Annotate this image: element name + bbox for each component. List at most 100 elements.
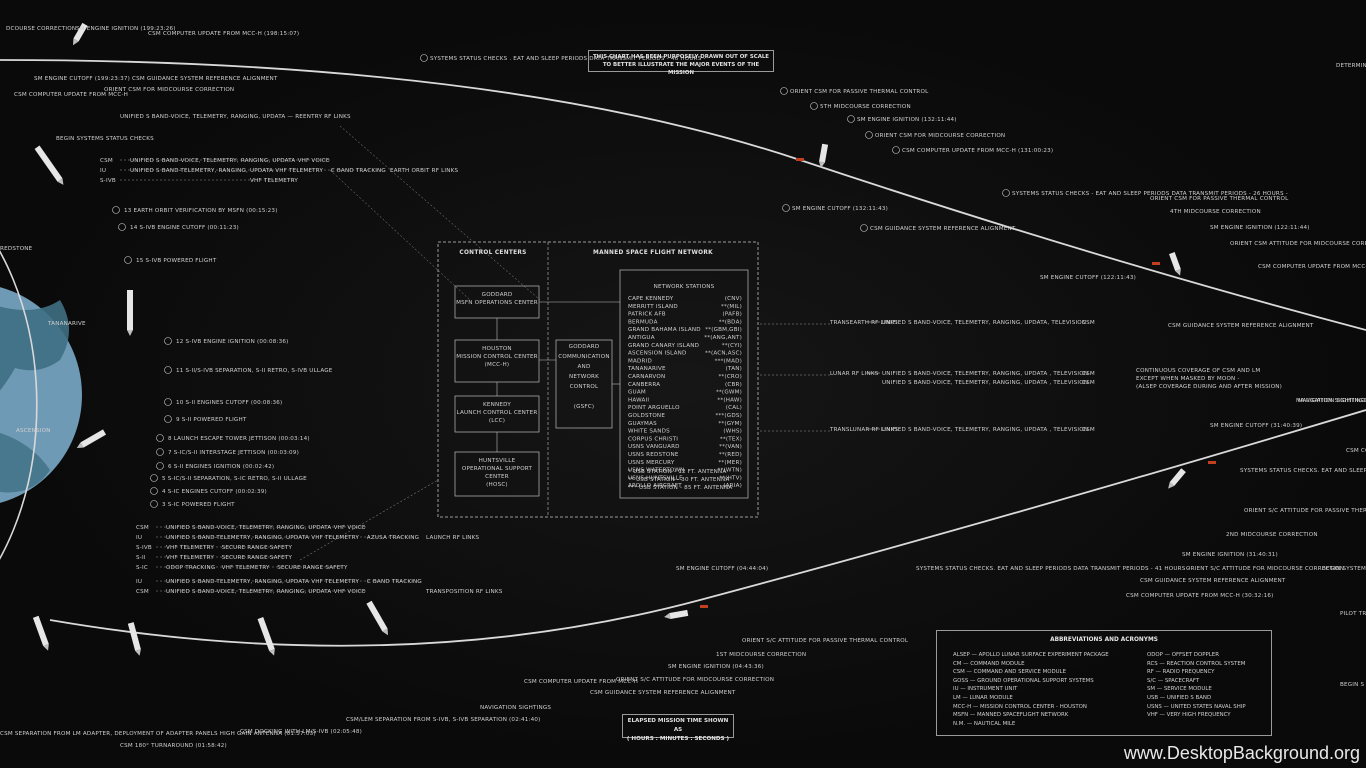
station-code: **(HTV) bbox=[719, 475, 742, 481]
event-top-right-label: ORIENT CSM FOR PASSIVE THERMAL CONTROL bbox=[1150, 196, 1289, 202]
event-top-right-label: SM ENGINE IGNITION (122:11:44) bbox=[1210, 225, 1310, 231]
station-name: USNS VANGUARD bbox=[628, 444, 680, 450]
event-left-number bbox=[156, 448, 164, 456]
event-top-mid-number bbox=[420, 54, 428, 62]
event-top-right-label: ORIENT CSM ATTITUDE FOR MIDCOURSE CORREC… bbox=[1230, 241, 1366, 247]
station-name: TANANARIVE bbox=[627, 366, 666, 372]
rf-link-end: CSM bbox=[1082, 427, 1095, 433]
event-left-number bbox=[156, 462, 164, 470]
event-left-number bbox=[164, 366, 172, 374]
event-bottom-right-label: SYSTEMS STATUS CHECKS. EAT AND SLEEP PER… bbox=[1240, 468, 1366, 474]
launch-links-vehicle: S-IC bbox=[136, 565, 148, 571]
launch-craft-nozzle bbox=[76, 442, 84, 448]
station-code: (WHS) bbox=[723, 429, 742, 435]
event-top-right-label: CSM GUIDANCE SYSTEM REFERENCE ALIGNMENT bbox=[1168, 323, 1314, 329]
event-left-number bbox=[164, 398, 172, 406]
right-edge-label: PILOT TRANSFER 2ND ORBIT DE bbox=[1340, 611, 1366, 617]
station-code: (CAL) bbox=[726, 405, 742, 411]
event-marker bbox=[1208, 461, 1216, 464]
launch-links-vehicle: CSM bbox=[136, 525, 149, 531]
launch-links-link: VHF TELEMETRY bbox=[166, 555, 214, 561]
reentry-links-label: UNIFIED S BAND-VOICE, TELEMETRY, RANGING… bbox=[120, 114, 351, 120]
control-center-line: KENNEDY bbox=[483, 402, 511, 408]
event-top-right-label: SM ENGINE CUTOFF (122:11:43) bbox=[1040, 275, 1136, 281]
station-name: CARNARVON bbox=[628, 374, 665, 380]
station-code: **(CRO) bbox=[718, 374, 742, 380]
launch-links-link: UNIFIED S BAND-TELEMETRY, RANGING, UPDAT… bbox=[166, 535, 309, 541]
event-bottom-mid-label: SM ENGINE CUTOFF (04:44:04) bbox=[676, 566, 768, 572]
right-edge-label: BEGIN S bbox=[1340, 682, 1365, 688]
event-left-label: 12 S-IVB ENGINE IGNITION (00:08:36) bbox=[176, 339, 289, 345]
event-left-label: 8 LAUNCH ESCAPE TOWER JETTISON (00:03:14… bbox=[168, 436, 310, 442]
rf-link-label: LUNAR RF LINKS bbox=[830, 371, 879, 377]
event-top-mid-number bbox=[780, 87, 788, 95]
csm-turnaround-craft bbox=[127, 622, 141, 656]
csm-docking-craft bbox=[257, 617, 275, 656]
earth-orbit-links-link: C BAND TRACKING bbox=[331, 168, 386, 174]
right-edge-label: BEGIN SYSTEMS ACTIVATION bbox=[1322, 566, 1366, 572]
station-code: **(CYI) bbox=[722, 343, 742, 349]
event-top-right-label: 4TH MIDCOURSE CORRECTION bbox=[1170, 209, 1261, 215]
station-code: **(GBM,GBI) bbox=[705, 327, 742, 333]
event-marker bbox=[796, 158, 804, 161]
abbreviations-title: ABBREVIATIONS AND ACRONYMS bbox=[1050, 637, 1158, 643]
control-center-line: (HOSC) bbox=[486, 482, 508, 488]
control-center-line: HUNTSVILLE bbox=[479, 458, 516, 464]
csm-lm-craft-right-nozzle bbox=[1168, 482, 1175, 489]
event-top-left-label: ORIENT CSM FOR MIDCOURSE CORRECTION bbox=[104, 87, 234, 93]
event-left-label: 9 S-II POWERED FLIGHT bbox=[176, 417, 247, 423]
control-center-line: MISSION CONTROL CENTER bbox=[456, 354, 538, 360]
abbreviation-entry: LM — LUNAR MODULE bbox=[953, 694, 1013, 701]
control-center-line: CENTER bbox=[485, 474, 509, 480]
launch-craft-body bbox=[80, 429, 107, 448]
station-code: (PAFB) bbox=[723, 312, 742, 318]
launch-links-link: VHF TELEMETRY bbox=[311, 535, 359, 541]
earth-orbit-links-link: VHF VOICE bbox=[298, 158, 330, 164]
station-name: PATRICK AFB bbox=[628, 312, 666, 318]
event-bottom-right-label: SYSTEMS STATUS CHECKS. EAT AND SLEEP PER… bbox=[916, 566, 1190, 572]
station-code: ***(MAD) bbox=[715, 358, 742, 364]
launch-links-link: VHF TELEMETRY bbox=[166, 545, 214, 551]
abbreviation-entry: CSM — COMMAND AND SERVICE MODULE bbox=[953, 669, 1066, 676]
earth-landmass-2 bbox=[0, 432, 50, 493]
abbreviations-left-column: ALSEP — APOLLO LUNAR SURFACE EXPERIMENT … bbox=[953, 651, 1109, 728]
right-edge-label: CSM COMPUTER UPDATE FROM MCC-H (8):15:23 bbox=[1346, 448, 1366, 454]
event-bottom-right-label: ORIENT S/C ATTITUDE FOR MIDCOURSE CORREC… bbox=[1186, 566, 1344, 572]
goddard-line: (GSFC) bbox=[574, 404, 595, 410]
event-top-mid-label: SYSTEMS STATUS CHECKS - EAT AND SLEEP PE… bbox=[1012, 191, 1288, 197]
event-top-mid-number bbox=[810, 102, 818, 110]
event-bottom-right-label: CSM GUIDANCE SYSTEM REFERENCE ALIGNMENT bbox=[1140, 578, 1286, 584]
event-top-mid-number bbox=[782, 204, 790, 212]
csm-sep-craft bbox=[32, 615, 49, 651]
station-code: **(VAN) bbox=[719, 444, 742, 450]
earth-orbit-arc bbox=[0, 250, 38, 560]
event-top-right-label: CSM COMPUTER UPDATE FROM MCC-H (120:59:2… bbox=[1258, 264, 1366, 270]
earth-landmass-1 bbox=[0, 300, 69, 391]
event-left-number bbox=[164, 415, 172, 423]
station-name: GOLDSTONE bbox=[628, 413, 665, 419]
station-code: **(ANG,ANT) bbox=[704, 335, 742, 341]
abbreviation-entry: USNS — UNITED STATES NAVAL SHIP bbox=[1147, 703, 1246, 710]
station-code: **(ACN,ASC) bbox=[705, 351, 742, 357]
station-name: MERRITT ISLAND bbox=[628, 304, 678, 310]
earth-orbit-links-link: UNIFIED S BAND-TELEMETRY, RANGING, UPDAT… bbox=[130, 168, 273, 174]
rf-link-text: UNIFIED S BAND-VOICE, TELEMETRY, RANGING… bbox=[882, 320, 1086, 326]
event-bottom-right-label: 2ND MIDCOURSE CORRECTION bbox=[1226, 532, 1318, 538]
launch-links-link: AZUSA TRACKING bbox=[367, 535, 419, 541]
csm-lem-craft bbox=[366, 600, 388, 636]
launch-links-link: VHF VOICE bbox=[334, 525, 366, 531]
saturn-v-craft-body bbox=[34, 145, 63, 182]
station-name: USNS REDSTONE bbox=[628, 452, 679, 458]
launch-links-vehicle: S-IVB bbox=[136, 545, 152, 551]
event-bottom-mid-label: CSM GUIDANCE SYSTEM REFERENCE ALIGNMENT bbox=[590, 690, 736, 696]
csm-lem-craft-body bbox=[366, 600, 388, 632]
station-name: ASCENSION ISLAND bbox=[628, 351, 687, 357]
station-name: GRAND BAHAMA ISLAND bbox=[628, 327, 701, 333]
event-left-label: 11 S-II/S-IVB SEPARATION, S-II RETRO, S-… bbox=[176, 368, 333, 374]
station-code: ***(GDS) bbox=[715, 413, 742, 419]
scale-note: THIS CHART HAS BEEN PURPOSELY DRAWN OUT … bbox=[588, 50, 774, 76]
abbreviation-entry: USB — UNIFIED S BAND bbox=[1147, 694, 1212, 701]
event-left-number bbox=[150, 487, 158, 495]
event-left-number bbox=[156, 434, 164, 442]
